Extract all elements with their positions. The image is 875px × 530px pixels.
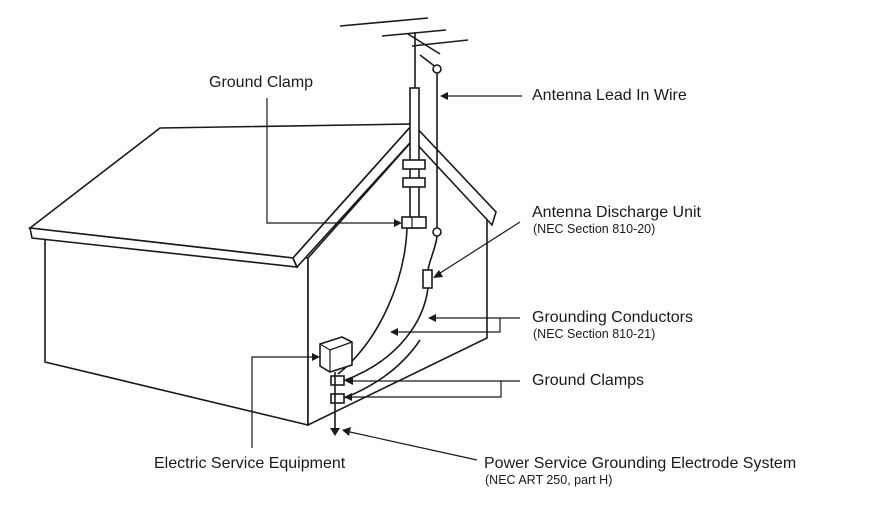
label-antenna-discharge-unit-ref: (NEC Section 810-20) bbox=[533, 222, 656, 236]
mast-ground-clamp bbox=[401, 216, 427, 229]
mast-standoff-2 bbox=[402, 177, 426, 188]
leader-grounding-conductors bbox=[396, 317, 520, 333]
service-equipment-group bbox=[319, 336, 421, 436]
discharge-unit-group bbox=[342, 235, 438, 382]
ground-clamp-upper bbox=[330, 375, 345, 386]
leader-ground-clamps bbox=[348, 380, 520, 398]
antenna bbox=[339, 17, 469, 237]
label-power-service-grounding: Power Service Grounding Electrode System bbox=[484, 455, 797, 472]
leader-ground-clamp bbox=[266, 98, 396, 224]
label-grounding-conductors-ref: (NEC Section 810-21) bbox=[533, 327, 656, 341]
mast-standoff-1 bbox=[402, 159, 426, 170]
antenna-crossbar-3 bbox=[411, 39, 469, 47]
ground-clamp-lower bbox=[330, 393, 345, 404]
label-ground-clamp: Ground Clamp bbox=[209, 74, 314, 91]
leader-electric-service bbox=[251, 356, 314, 448]
label-antenna-lead-in-wire: Antenna Lead In Wire bbox=[532, 87, 687, 104]
antenna-boom bbox=[407, 33, 441, 55]
lead-in-to-discharge bbox=[427, 235, 438, 271]
leader-discharge-unit bbox=[436, 221, 521, 276]
lead-in-connector-top bbox=[432, 64, 442, 74]
antenna-crossbar-1 bbox=[339, 17, 429, 27]
leader-lines bbox=[251, 92, 522, 461]
lead-in-connector-bottom bbox=[432, 227, 442, 237]
electric-service-box bbox=[319, 336, 353, 373]
lead-in-lower bbox=[342, 287, 429, 382]
antenna-discharge-unit bbox=[422, 269, 433, 289]
label-electric-service-equipment: Electric Service Equipment bbox=[154, 455, 346, 472]
antenna-crossbar-2 bbox=[381, 29, 447, 37]
leader-power-service bbox=[349, 431, 478, 461]
label-grounding-conductors: Grounding Conductors bbox=[532, 309, 693, 326]
label-power-service-grounding-ref: (NEC ART 250, part H) bbox=[485, 473, 613, 487]
antenna-mast bbox=[409, 87, 420, 229]
label-ground-clamps: Ground Clamps bbox=[532, 372, 645, 389]
house-left-wall bbox=[44, 237, 309, 427]
label-antenna-discharge-unit: Antenna Discharge Unit bbox=[532, 204, 701, 221]
